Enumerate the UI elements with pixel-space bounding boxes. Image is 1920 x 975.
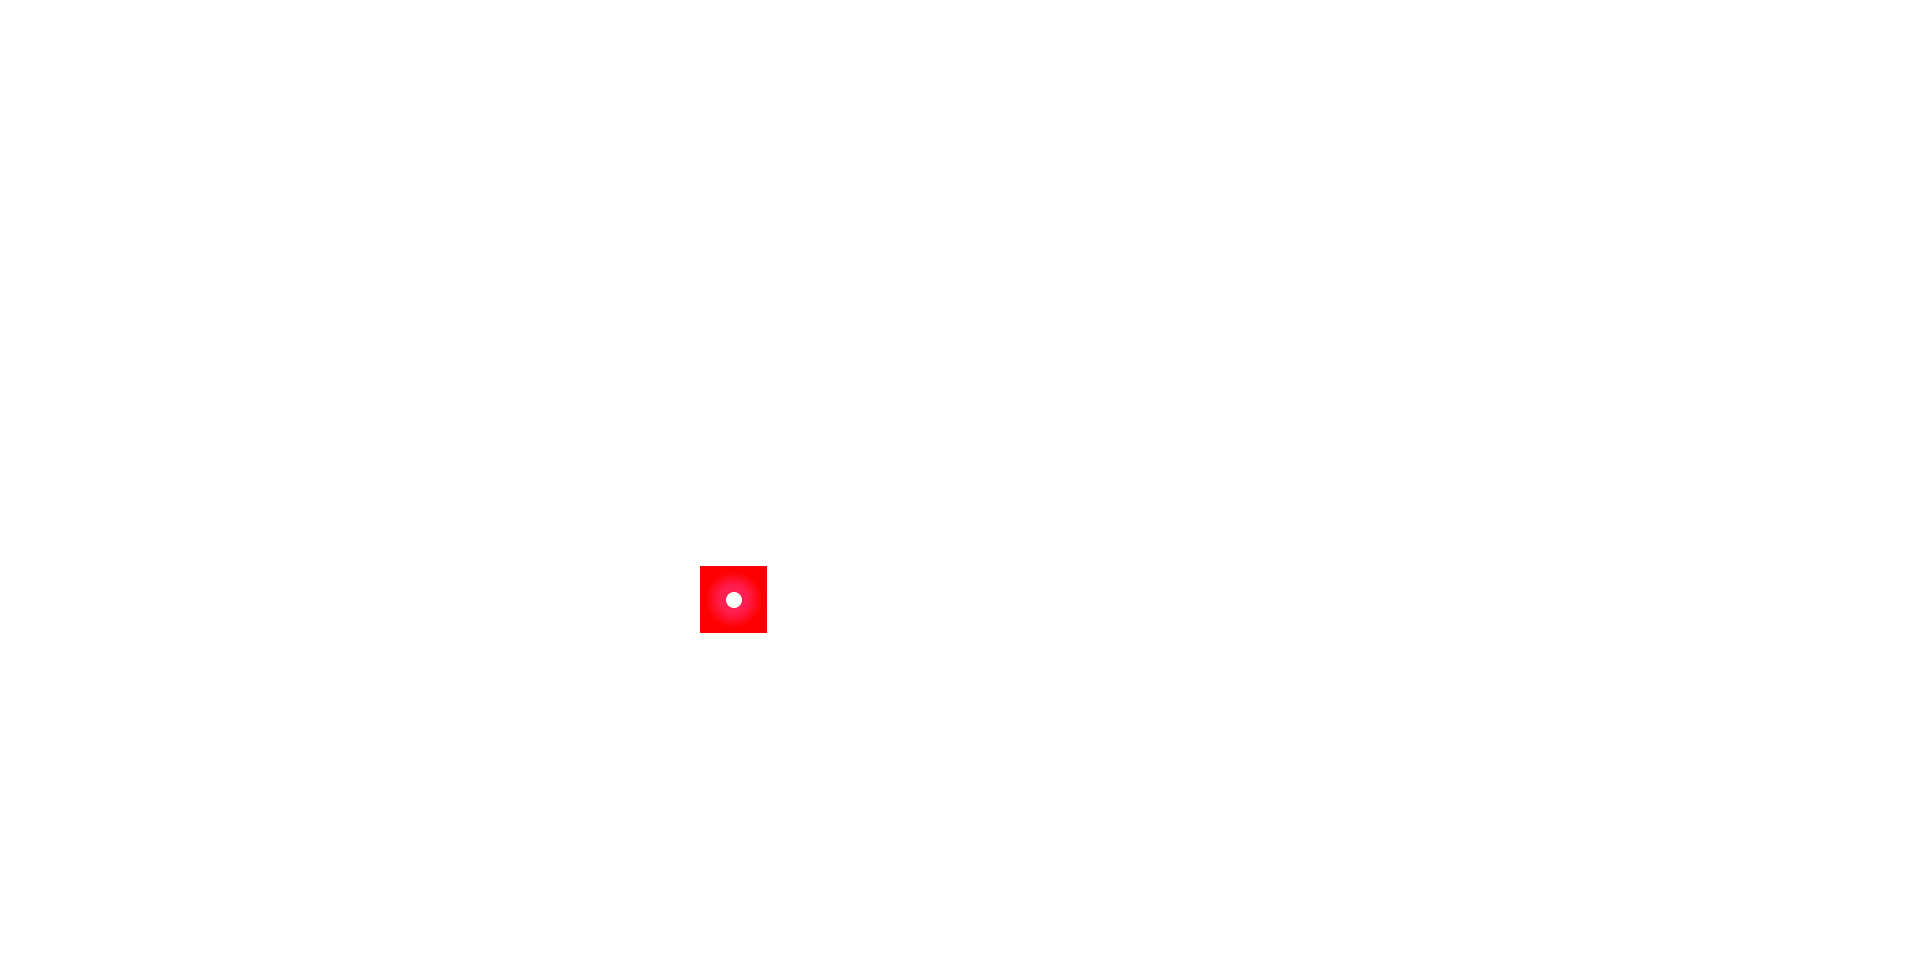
target-marker[interactable]	[700, 566, 767, 633]
target-center-dot-icon	[725, 591, 742, 608]
